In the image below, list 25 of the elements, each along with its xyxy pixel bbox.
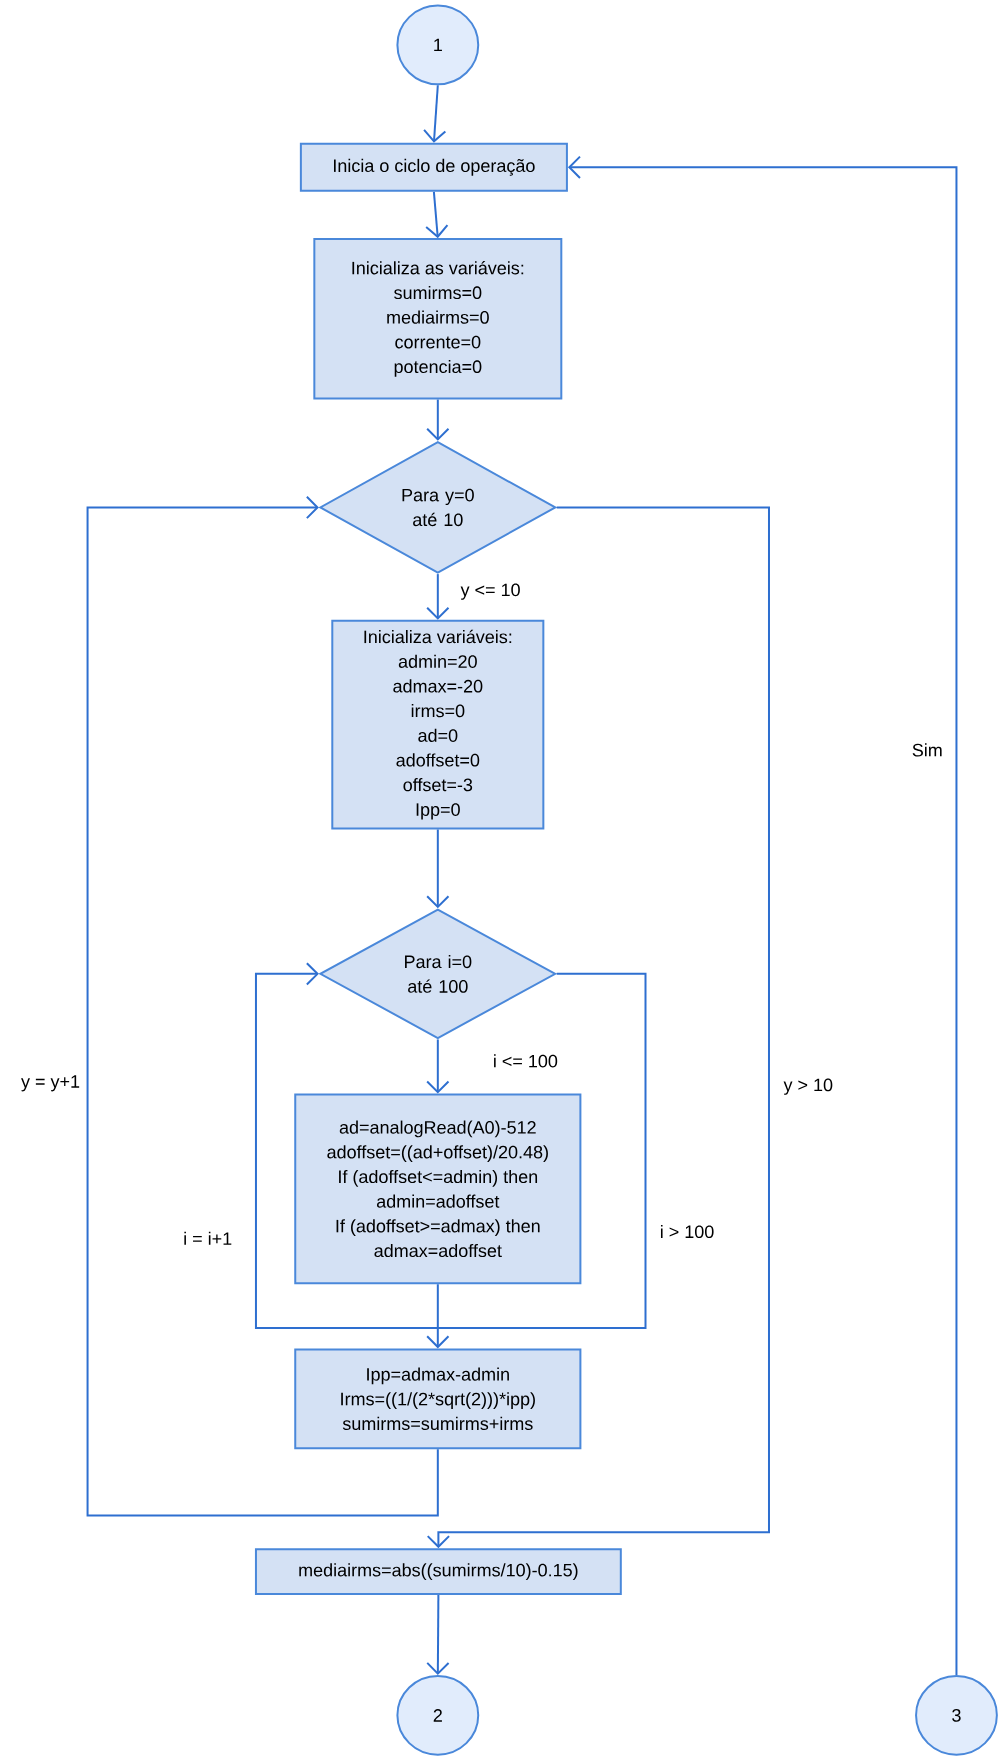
arrow: [254, 962, 439, 1330]
process-box: Inicia o ciclo de operação: [299, 142, 568, 192]
process-box: mediairms=abs((sumirms/10)-0.15): [254, 1548, 622, 1596]
edge-label: i > 100: [658, 1223, 716, 1240]
edge-label: i <= 100: [491, 1052, 560, 1069]
edge-label: y > 10: [782, 1077, 835, 1097]
arrow: [426, 506, 770, 1549]
process-box: Ipp=admax-admin Irms=((1/(2*sqrt(2)))*ipp) sumirms=sumirms+irms: [294, 1348, 582, 1450]
edge-label: Sim: [910, 741, 945, 758]
process-box: Inicializa variáveis: admin=20 admax=-20 irms=0 ad=0 adoffset=0 offset=-3 Ipp=0: [331, 619, 545, 830]
edge-label: y = y+1: [19, 1073, 82, 1093]
arrow: [426, 398, 450, 441]
arrow: [425, 190, 449, 239]
arrow: [86, 495, 439, 1517]
process-box: Inicializa as variáveis: sumirms=0 mediairms=0 corrente=0 potencia=0: [313, 238, 563, 400]
arrow: [567, 155, 958, 1677]
arrow: [426, 573, 450, 620]
arrow: [426, 1038, 450, 1094]
edge-label: i = i+1: [181, 1230, 234, 1247]
edge-label: y <= 10: [459, 582, 522, 602]
arrow: [426, 1594, 450, 1676]
arrow: [426, 828, 450, 909]
arrow: [423, 84, 447, 143]
arrow: [426, 972, 647, 1349]
process-box: ad=analogRead(A0)-512 adoffset=((ad+offset)/20.48) If (adoffset<=admin) then admin=adoffset If (adoffset>=admax) then admax=adoffset: [294, 1093, 582, 1285]
